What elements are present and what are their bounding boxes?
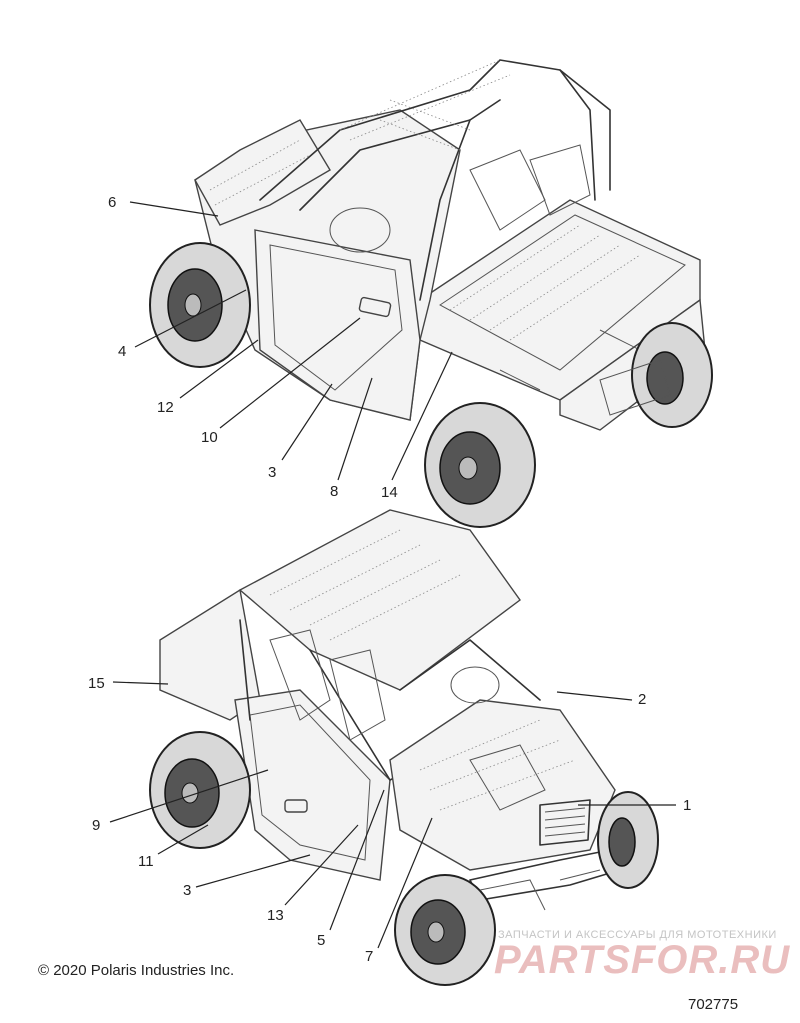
callout-2: 2 bbox=[638, 691, 646, 708]
leader-8 bbox=[337, 377, 373, 481]
leader-10 bbox=[219, 317, 361, 429]
leader-4 bbox=[134, 289, 247, 348]
callout-4: 4 bbox=[118, 343, 126, 360]
leader-15 bbox=[112, 681, 169, 685]
callout-9: 9 bbox=[92, 817, 100, 834]
leader-lines bbox=[109, 201, 676, 949]
callout-12: 12 bbox=[157, 399, 174, 416]
callout-6: 6 bbox=[108, 194, 116, 211]
leader-2 bbox=[556, 691, 633, 701]
leader-12 bbox=[179, 339, 259, 399]
callout-labels: 6 4 12 10 3 8 14 15 2 1 9 11 3 13 5 7 bbox=[88, 194, 691, 965]
callout-11: 11 bbox=[138, 853, 154, 870]
callout-5: 5 bbox=[317, 932, 325, 949]
leader-14 bbox=[391, 351, 453, 481]
callout-3-top: 3 bbox=[268, 464, 276, 481]
callout-3-bottom: 3 bbox=[183, 882, 191, 899]
leader-6 bbox=[129, 201, 219, 217]
copyright-text: © 2020 Polaris Industries Inc. bbox=[38, 962, 235, 979]
callout-10: 10 bbox=[201, 429, 218, 446]
leader-5 bbox=[329, 789, 385, 931]
callout-8: 8 bbox=[330, 483, 338, 500]
callout-7: 7 bbox=[365, 948, 373, 965]
callout-13: 13 bbox=[267, 907, 284, 924]
watermark-brand: PARTSFOR.RU bbox=[494, 938, 791, 982]
top-vehicle-illustration bbox=[149, 59, 713, 528]
leader-3t bbox=[281, 383, 333, 461]
watermark-tagline: ЗАПЧАСТИ И АКСЕССУАРЫ ДЛЯ МОТОТЕХНИКИ bbox=[498, 929, 777, 941]
leader-11 bbox=[157, 824, 209, 855]
callout-1: 1 bbox=[683, 797, 691, 814]
leader-13 bbox=[284, 824, 359, 906]
callout-14: 14 bbox=[381, 484, 398, 501]
callout-15: 15 bbox=[88, 675, 105, 692]
bottom-vehicle-illustration bbox=[149, 509, 659, 986]
leader-7 bbox=[377, 817, 433, 949]
leader-9 bbox=[109, 769, 269, 823]
part-number: 702775 bbox=[688, 996, 739, 1013]
leader-3b bbox=[195, 854, 311, 888]
